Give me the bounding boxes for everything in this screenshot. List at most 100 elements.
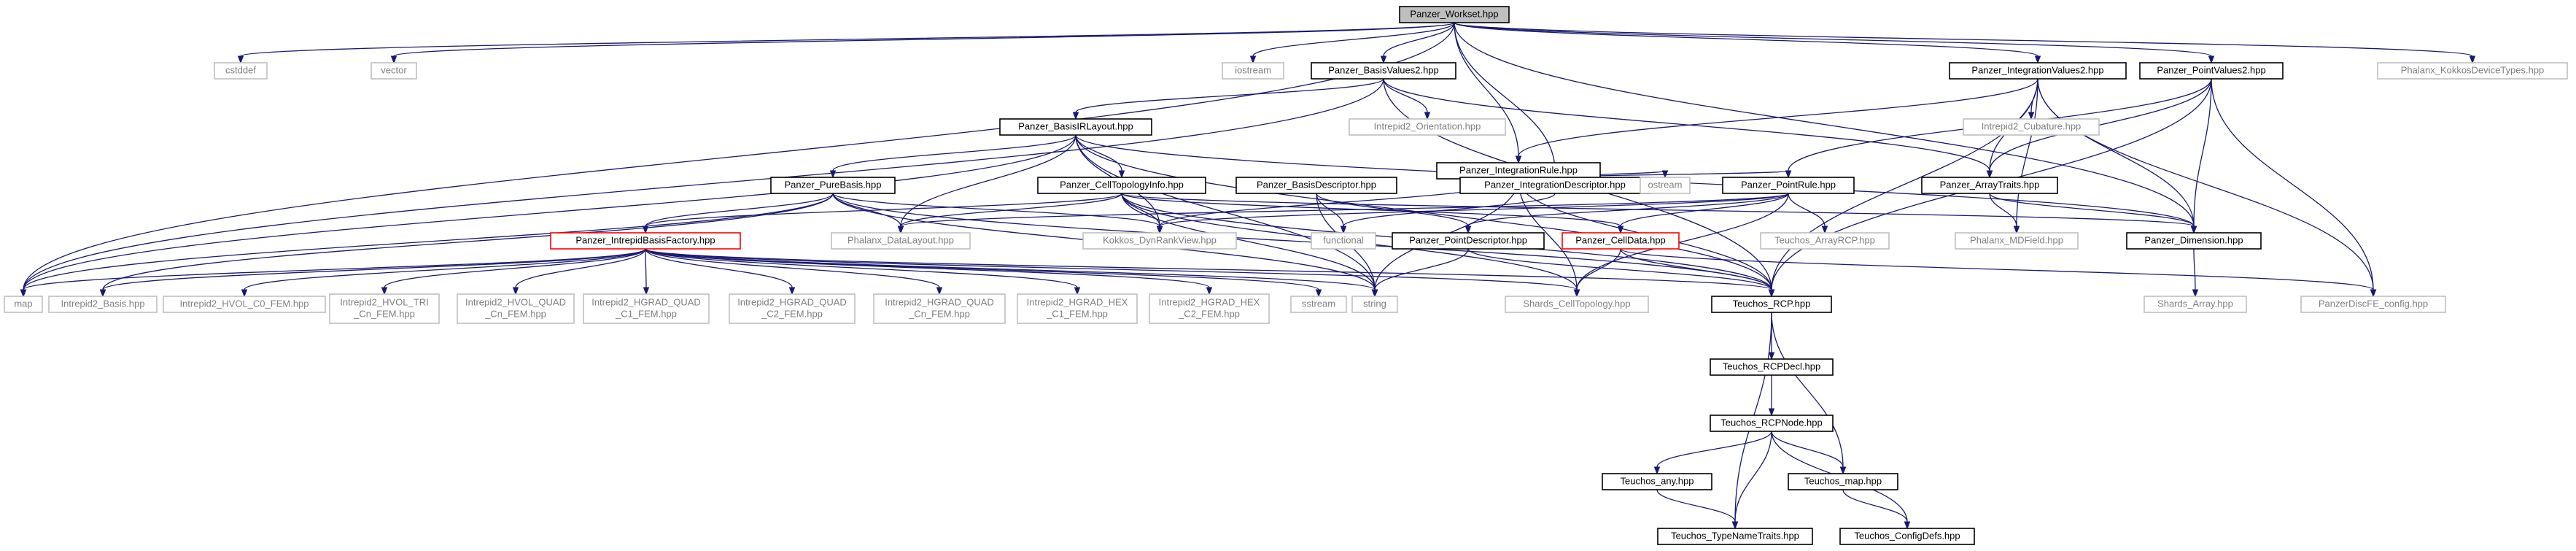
node-rcpnode[interactable]: Teuchos_RCPNode.hpp: [1710, 415, 1834, 432]
edge-ibf-to-hghexc1: [645, 248, 1081, 296]
node-label: map: [14, 298, 32, 309]
edge-root-to-irule: [1454, 22, 1522, 164]
node-configdefs[interactable]: Teuchos_ConfigDefs.hpp: [1839, 528, 1975, 545]
node-box: [48, 296, 158, 313]
node-tany[interactable]: Teuchos_any.hpp: [1602, 473, 1712, 490]
node-label: Shards_CellTopology.hpp: [1523, 298, 1630, 309]
node-hvolc0[interactable]: Intrepid2_HVOL_C0_FEM.hpp: [163, 296, 326, 313]
node-label: functional: [1323, 234, 1364, 245]
node-label: Panzer_ArrayTraits.hpp: [1940, 179, 2040, 190]
node-iostream[interactable]: iostream: [1222, 62, 1284, 80]
node-hghexc1[interactable]: Intrepid2_HGRAD_HEX_C1_FEM.hpp: [1017, 293, 1138, 324]
node-arrayrcp[interactable]: Teuchos_ArrayRCP.hpp: [1760, 232, 1890, 250]
edge-prule-to-dynrank: [1156, 193, 1789, 234]
node-datalayout[interactable]: Phalanx_DataLayout.hpp: [831, 232, 971, 250]
node-cti[interactable]: Panzer_CellTopologyInfo.hpp: [1037, 177, 1206, 194]
node-bdesc[interactable]: Panzer_BasisDescriptor.hpp: [1235, 177, 1397, 194]
node-label: Shards_Array.hpp: [2157, 298, 2233, 309]
node-tmap[interactable]: Teuchos_map.hpp: [1788, 473, 1898, 490]
node-label: Teuchos_TypeNameTraits.hpp: [1671, 530, 1799, 541]
edge-ibf-to-hgquadc2: [645, 248, 796, 296]
node-prule[interactable]: Panzer_PointRule.hpp: [1722, 177, 1855, 194]
node-celldata[interactable]: Panzer_CellData.hpp: [1561, 232, 1680, 250]
node-arraytraits[interactable]: Panzer_ArrayTraits.hpp: [1921, 177, 2058, 194]
node-label: sstream: [1302, 298, 1335, 309]
node-rcp[interactable]: Teuchos_RCP.hpp: [1711, 296, 1832, 313]
node-orient[interactable]: Intrepid2_Orientation.hpp: [1349, 118, 1506, 136]
node-pdesc[interactable]: Panzer_PointDescriptor.hpp: [1392, 232, 1545, 250]
node-map[interactable]: map: [4, 296, 43, 313]
node-label: _C1_FEM.hpp: [1046, 308, 1108, 319]
node-box: [873, 293, 1006, 324]
edge-rcpnode-to-typename: [1731, 431, 1772, 530]
node-box: [1839, 528, 1975, 545]
edge-dimension-to-shardsarray: [2192, 248, 2199, 298]
node-box: [1037, 177, 1206, 194]
node-shardsct[interactable]: Shards_CellTopology.hpp: [1505, 296, 1649, 313]
node-label: _C2_FEM.hpp: [761, 308, 823, 319]
node-box: [1311, 232, 1376, 250]
node-purebasis[interactable]: Panzer_PureBasis.hpp: [770, 177, 896, 194]
node-bv2[interactable]: Panzer_BasisValues2.hpp: [1311, 62, 1456, 80]
node-label: Panzer_BasisValues2.hpp: [1328, 64, 1439, 75]
node-kokkostypes[interactable]: Phalanx_KokkosDeviceTypes.hpp: [2377, 62, 2568, 80]
edge-tmap-to-configdefs: [1842, 489, 1911, 530]
edge-celldata-to-rcp: [1620, 248, 1775, 298]
edge-celldata-to-discfe: [1620, 248, 2377, 298]
node-box: [729, 293, 856, 324]
node-irule[interactable]: Panzer_IntegrationRule.hpp: [1436, 162, 1601, 180]
node-label: Teuchos_RCPDecl.hpp: [1723, 361, 1820, 371]
node-mdfield[interactable]: Phalanx_MDField.hpp: [1955, 232, 2079, 250]
node-hgquadc1[interactable]: Intrepid2_HGRAD_QUAD_C1_FEM.hpp: [583, 293, 710, 324]
node-cstddef[interactable]: cstddef: [214, 62, 268, 80]
edge-root-to-cstddef: [237, 22, 1455, 64]
edge-tany-to-typename: [1656, 489, 1739, 530]
node-hgquadcn[interactable]: Intrepid2_HGRAD_QUAD_Cn_FEM.hpp: [873, 293, 1006, 324]
node-root[interactable]: Panzer_Workset.hpp: [1399, 6, 1510, 23]
node-hgquadc2[interactable]: Intrepid2_HGRAD_QUAD_C2_FEM.hpp: [729, 293, 856, 324]
node-ibf[interactable]: Panzer_IntrepidBasisFactory.hpp: [550, 232, 741, 250]
node-basis[interactable]: Intrepid2_Basis.hpp: [48, 296, 158, 313]
edge-pv2-to-discfe: [2211, 78, 2377, 298]
node-label: Phalanx_MDField.hpp: [1970, 234, 2063, 245]
node-pv2[interactable]: Panzer_PointValues2.hpp: [2139, 62, 2284, 80]
node-label: Panzer_IntegrationRule.hpp: [1459, 164, 1578, 175]
node-typename[interactable]: Teuchos_TypeNameTraits.hpp: [1657, 528, 1813, 545]
node-discfe[interactable]: PanzerDiscFE_config.hpp: [2300, 296, 2446, 313]
node-hvolquad[interactable]: Intrepid2_HVOL_QUAD_Cn_FEM.hpp: [457, 293, 575, 324]
node-label: Panzer_IntegrationValues2.hpp: [1971, 64, 2103, 75]
node-dynrank[interactable]: Kokkos_DynRankView.hpp: [1082, 232, 1237, 250]
node-ostream[interactable]: ostream: [1640, 177, 1691, 194]
node-shardsarray[interactable]: Shards_Array.hpp: [2144, 296, 2247, 313]
node-box: [1399, 6, 1510, 23]
node-label: _Cn_FEM.hpp: [484, 308, 546, 319]
node-label: Teuchos_any.hpp: [1621, 475, 1694, 486]
node-string[interactable]: string: [1351, 296, 1398, 313]
node-label: Intrepid2_HGRAD_QUAD: [591, 296, 701, 307]
node-box: [1149, 293, 1270, 324]
edge-prule-to-celldata: [1617, 193, 1789, 234]
node-box: [1640, 177, 1691, 194]
edge-arraytraits-to-mdfield: [1989, 193, 2020, 234]
node-box: [1349, 118, 1506, 136]
node-vector[interactable]: vector: [371, 62, 417, 80]
edge-prule-to-datalayout: [897, 193, 1789, 234]
node-rcpdecl[interactable]: Teuchos_RCPDecl.hpp: [1710, 358, 1834, 376]
node-hvoltri[interactable]: Intrepid2_HVOL_TRI_Cn_FEM.hpp: [329, 293, 440, 324]
node-sstream[interactable]: sstream: [1290, 296, 1347, 313]
node-hghexc2[interactable]: Intrepid2_HGRAD_HEX_C2_FEM.hpp: [1149, 293, 1270, 324]
edge-iv2-to-dimension: [2037, 78, 2197, 234]
node-box: [1963, 118, 2100, 136]
node-cubature[interactable]: Intrepid2_Cubature.hpp: [1963, 118, 2100, 136]
node-dimension[interactable]: Panzer_Dimension.hpp: [2126, 232, 2262, 250]
node-label: Intrepid2_Orientation.hpp: [1374, 120, 1481, 131]
node-birl[interactable]: Panzer_BasisIRLayout.hpp: [999, 118, 1152, 136]
node-idesc[interactable]: Panzer_IntegrationDescriptor.hpp: [1459, 177, 1650, 194]
edge-root-to-kokkostypes: [1454, 22, 2476, 64]
node-box: [457, 293, 575, 324]
node-label: PanzerDiscFE_config.hpp: [2319, 298, 2428, 309]
edge-iv2-to-irule: [1515, 78, 2038, 164]
node-functional[interactable]: functional: [1311, 232, 1376, 250]
node-iv2[interactable]: Panzer_IntegrationValues2.hpp: [1949, 62, 2127, 80]
